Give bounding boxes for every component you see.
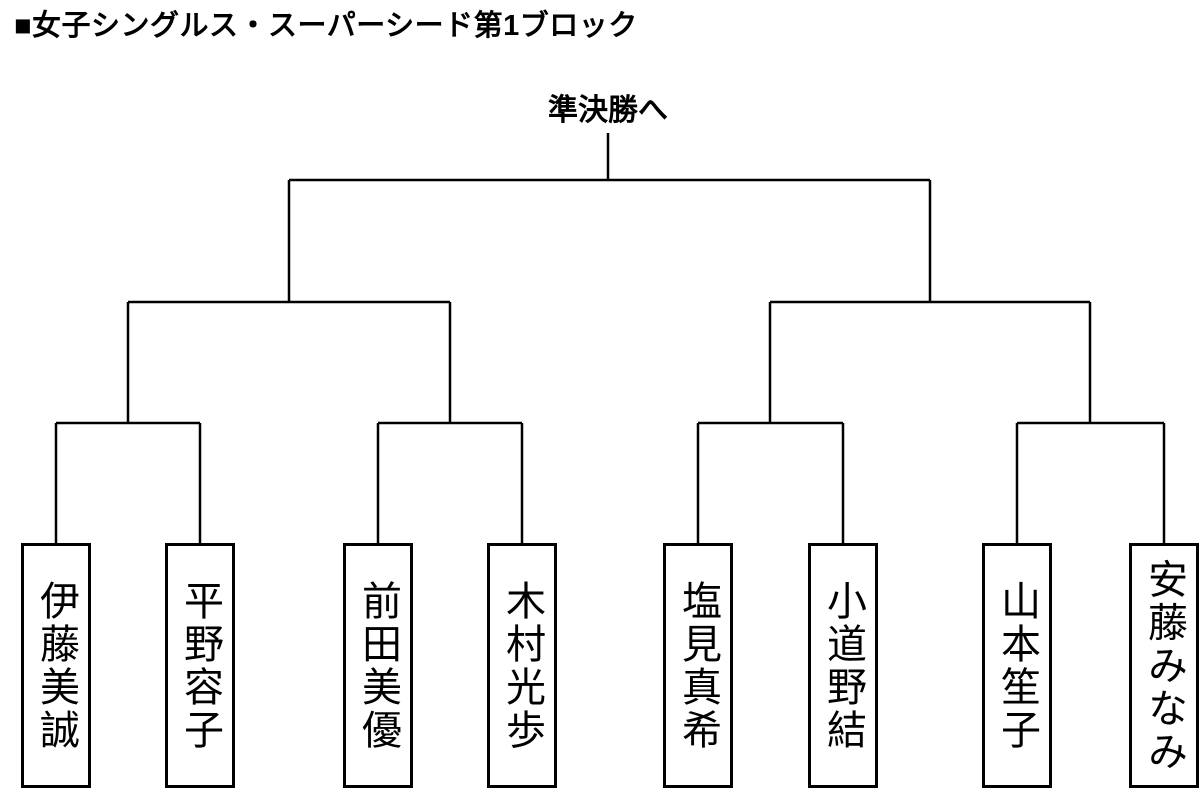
player-box: 伊藤美誠 — [21, 543, 91, 788]
player-box: 安藤みなみ — [1129, 543, 1199, 788]
player-box: 塩見真希 — [663, 543, 733, 788]
player-box: 小道野結 — [808, 543, 878, 788]
player-name: 木村光歩 — [500, 579, 544, 752]
semifinal-label: 準決勝へ — [548, 94, 668, 127]
player-name: 平野容子 — [178, 579, 222, 752]
player-box: 前田美優 — [343, 543, 413, 788]
player-box: 山本笙子 — [982, 543, 1052, 788]
player-name: 山本笙子 — [995, 579, 1039, 752]
player-name: 安藤みなみ — [1142, 558, 1186, 773]
bracket-connector-lines — [54, 133, 1166, 546]
player-box: 平野容子 — [165, 543, 235, 788]
player-name: 伊藤美誠 — [34, 579, 78, 752]
player-name: 前田美優 — [356, 579, 400, 752]
player-name: 小道野結 — [821, 579, 865, 752]
player-name: 塩見真希 — [676, 579, 720, 752]
page-title: ■女子シングルス・スーパーシード第1ブロック — [14, 10, 638, 42]
player-box: 木村光歩 — [487, 543, 557, 788]
